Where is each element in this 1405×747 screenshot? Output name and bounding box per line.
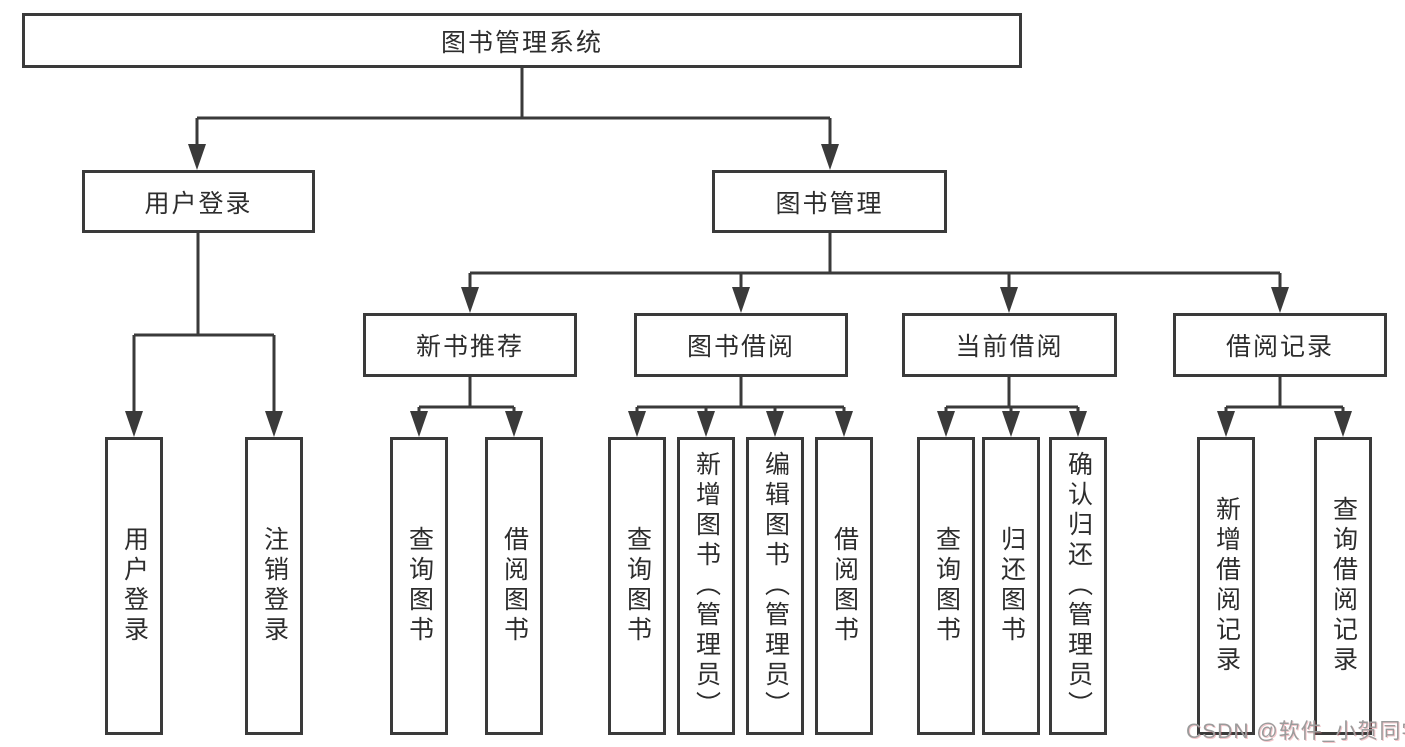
- leaf-return-books: 归还图书: [982, 437, 1040, 735]
- leaf-add-books-admin: 新增图书（管理员）: [677, 437, 735, 735]
- leaf-confirm-return-admin: 确认归还（管理员）: [1049, 437, 1107, 735]
- leaf-add-borrow-record: 新增借阅记录: [1197, 437, 1255, 735]
- leaf-borrow-books-recommend: 借阅图书: [485, 437, 543, 735]
- leaf-user-login: 用户登录: [105, 437, 163, 735]
- node-user-login: 用户登录: [82, 170, 315, 233]
- node-current-borrow: 当前借阅: [902, 313, 1117, 377]
- leaf-logout: 注销登录: [245, 437, 303, 735]
- node-book-borrow: 图书借阅: [634, 313, 848, 377]
- csdn-watermark: CSDN @软件_小贺同学: [1186, 720, 1405, 743]
- leaf-query-books-recommend: 查询图书: [390, 437, 448, 735]
- node-borrow-records: 借阅记录: [1173, 313, 1387, 377]
- leaf-borrow-books: 借阅图书: [815, 437, 873, 735]
- arrowheads: [125, 144, 1352, 437]
- leaf-query-books-borrow: 查询图书: [608, 437, 666, 735]
- leaf-edit-books-admin: 编辑图书（管理员）: [746, 437, 804, 735]
- node-root-system: 图书管理系统: [22, 13, 1022, 68]
- node-book-management: 图书管理: [712, 170, 947, 233]
- node-new-book-recommend: 新书推荐: [363, 313, 577, 377]
- leaf-query-books-current: 查询图书: [917, 437, 975, 735]
- leaf-query-borrow-record: 查询借阅记录: [1314, 437, 1372, 735]
